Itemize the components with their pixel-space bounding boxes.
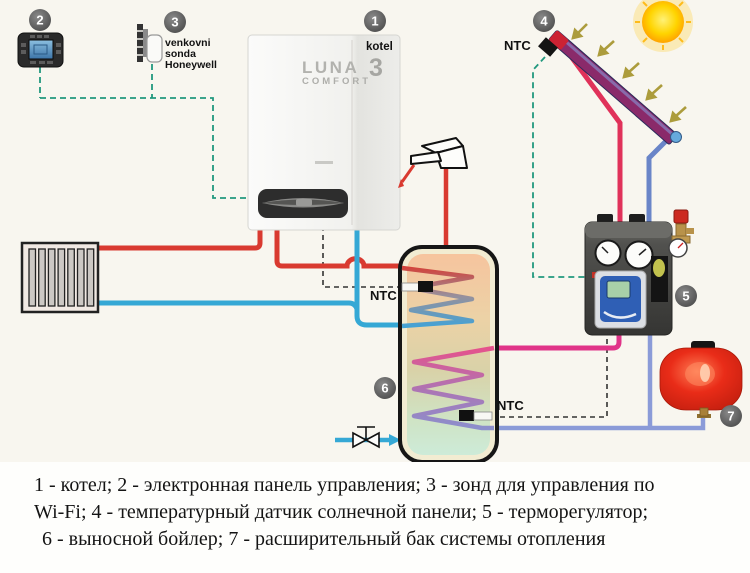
- legend-line-2: Wi-Fi; 4 - температурный датчик солнечно…: [34, 501, 649, 523]
- ntc-label-tank-top: NTC: [370, 288, 397, 303]
- tank-ntc-sensor-top: [401, 281, 433, 292]
- badge-4-number: 4: [540, 14, 548, 29]
- boiler-to-tank-ntc-cable: [322, 226, 404, 288]
- boiler-logo-digit: 3: [369, 54, 383, 82]
- tank-coil-boiler: [401, 265, 475, 329]
- badge-3-number: 3: [171, 15, 178, 30]
- tank-ntc-sensor-bottom: [459, 410, 493, 421]
- expansion-tank: [659, 341, 743, 418]
- pump-station: [584, 209, 694, 336]
- badge-5-number: 5: [682, 289, 689, 304]
- badge-4: 4: [533, 10, 555, 32]
- control-cables: [39, 56, 596, 278]
- tank-coil-solar: [411, 345, 495, 431]
- radiator: [20, 241, 100, 314]
- cold-water-flow-arrow: [389, 434, 401, 446]
- faucet: [398, 137, 468, 188]
- boiler-supply-to-radiator: [96, 224, 263, 251]
- pump-controller: [594, 270, 647, 329]
- outdoor-sensor-label: venkovni sonda Honeywell: [165, 37, 217, 71]
- badge-3: 3: [164, 11, 186, 33]
- legend-line-1: 1 - котел; 2 - электронная панель управл…: [34, 474, 655, 496]
- pump-safety-group: [668, 209, 694, 258]
- boiler-logo-word: LUNA: [302, 58, 359, 77]
- badge-1: 1: [364, 10, 386, 32]
- boiler-control-panel: [258, 189, 348, 218]
- sun-ray-arrows: [571, 23, 687, 123]
- badge-2: 2: [29, 9, 51, 31]
- cold-water-valve: [352, 426, 380, 449]
- heating-system-diagram: LUNA 3 COMFORT kotel: [0, 0, 750, 462]
- badge-7-number: 7: [727, 409, 734, 424]
- sonda-label-line2: sonda: [165, 48, 196, 60]
- solar-ntc-sensor: [538, 37, 558, 57]
- solar-hot-pipe-to-pump: [561, 45, 623, 230]
- boiler-logo-sub: COMFORT: [302, 76, 371, 87]
- storage-tank: [398, 245, 499, 462]
- badge-6-number: 6: [381, 381, 388, 396]
- solar-ntc-cable: [532, 56, 596, 278]
- item-badges: 1 2 3 4 5 6 7: [29, 9, 742, 427]
- ntc-label-tank-bottom: NTC: [497, 398, 524, 413]
- cable-bus-to-boiler: [40, 97, 252, 199]
- remote-control-panel: [17, 32, 64, 68]
- legend-line-3: 6 - выносной бойлер; 7 - расширительный …: [42, 528, 606, 550]
- solar-return-pipe-from-pump: [646, 132, 675, 230]
- boiler: LUNA 3 COMFORT: [247, 34, 401, 231]
- sonda-label-line3: Honeywell: [165, 59, 217, 71]
- boiler-return-pipe: [354, 224, 406, 328]
- badge-1-number: 1: [371, 14, 378, 29]
- badge-6: 6: [374, 377, 396, 399]
- badge-7: 7: [720, 405, 742, 427]
- pump-to-tank-coil-pipe: [492, 320, 622, 351]
- solar-collector: [538, 30, 682, 145]
- badge-2-number: 2: [36, 13, 43, 28]
- boiler-supply-to-tank-coil: [274, 224, 406, 269]
- badge-5: 5: [675, 285, 697, 307]
- outdoor-sensor: [137, 24, 163, 63]
- kotel-label: kotel: [366, 41, 393, 53]
- legend-caption: 1 - котел; 2 - электронная панель управл…: [0, 462, 750, 573]
- sun-icon: [633, 0, 693, 52]
- pump-to-tank-ntc-cable: [494, 330, 608, 418]
- sonda-label-line1: venkovni: [165, 37, 211, 49]
- ntc-label-solar: NTC: [504, 38, 531, 53]
- heating-pipes: [96, 160, 449, 443]
- solar-pipes: [492, 45, 706, 431]
- ntc-cables: [322, 226, 608, 418]
